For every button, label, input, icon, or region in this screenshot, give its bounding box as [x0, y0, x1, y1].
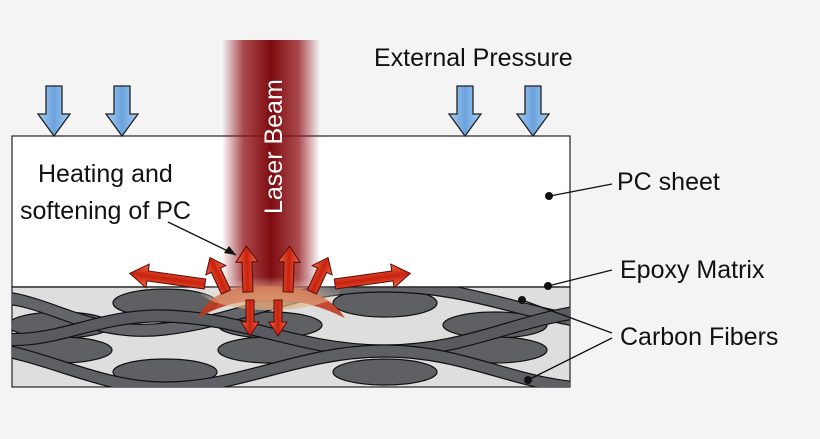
carbon-fibers-label: Carbon Fibers: [620, 323, 779, 351]
heat-arrow-icon: [268, 299, 288, 337]
leader-dots: [518, 192, 553, 384]
leader-lines: [167, 183, 613, 381]
epoxy-leader: [547, 269, 613, 287]
heat-arrows: [128, 245, 412, 337]
heating-leader-arrowhead: [224, 246, 236, 255]
fiber-tow: [12, 344, 570, 387]
pc-sheet-label: PC sheet: [617, 168, 720, 196]
external-pressure-label: External Pressure: [374, 44, 573, 72]
carbon-leader-2: [527, 337, 613, 381]
laser-beam-label: Laser Beam: [260, 79, 288, 214]
heating-label-line2: softening of PC: [20, 197, 191, 225]
pressure-arrow-icon: [104, 85, 140, 138]
carbon-fiber-weave: [12, 287, 570, 387]
heat-arrow-icon: [306, 256, 333, 295]
heat-arrow-icon: [277, 245, 301, 293]
heat-arrow-icon: [128, 263, 207, 290]
pressure-arrows: [36, 85, 551, 138]
heat-arrow-icon: [240, 299, 260, 337]
epoxy-matrix-label: Epoxy Matrix: [620, 256, 765, 284]
pressure-arrow-icon: [36, 85, 72, 138]
carbon-leader-1: [521, 299, 613, 334]
pressure-arrow-icon: [515, 85, 551, 138]
heating-label-line1: Heating and: [38, 160, 173, 188]
pressure-arrow-icon: [447, 85, 483, 138]
pc-sheet-leader: [549, 183, 613, 197]
fiber-bundle: [332, 358, 438, 386]
heat-arrow-icon: [205, 256, 232, 295]
fiber-tow: [12, 306, 570, 358]
heating-leader: [167, 221, 237, 256]
heat-glow: [198, 266, 342, 310]
heat-arrow-icon: [333, 263, 412, 290]
heat-arrow-icon: [235, 245, 259, 293]
